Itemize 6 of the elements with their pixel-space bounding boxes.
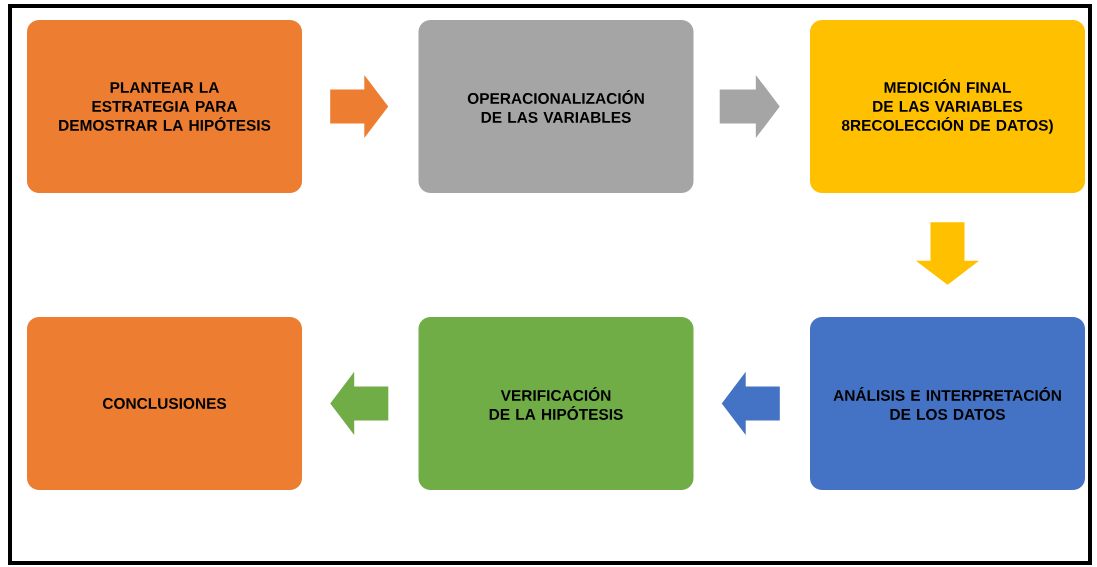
- process-box: MEDICIÓN FINAL DE LAS VARIABLES 8RECOLECCIÓN DE DATOS): [810, 20, 1085, 193]
- process-box: OPERACIONALIZACIÓN DE LAS VARIABLES: [418, 20, 694, 193]
- process-box: PLANTEAR LA ESTRATEGIA PARA DEMOSTRAR LA HIPÓTESIS: [27, 20, 302, 193]
- process-box: ANÁLISIS E INTERPRETACIÓN DE LOS DATOS: [810, 317, 1085, 490]
- process-box: CONCLUSIONES: [27, 317, 302, 490]
- process-box: VERIFICACIÓN DE LA HIPÓTESIS: [418, 317, 694, 490]
